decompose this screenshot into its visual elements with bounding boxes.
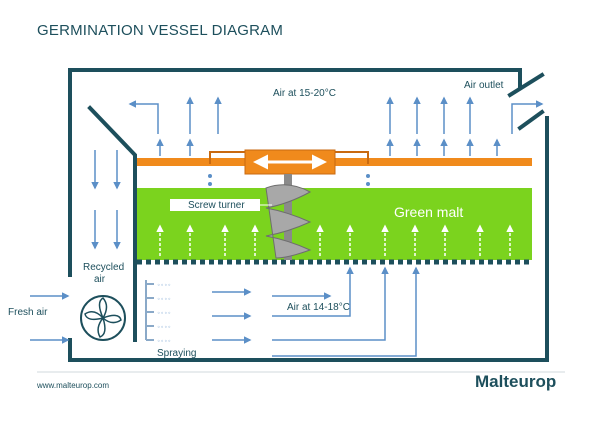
outer-wall-left-top — [68, 68, 522, 277]
footer-url[interactable]: www.malteurop.com — [37, 381, 110, 390]
spray-nozzles: ◦◦◦◦ ◦◦◦◦ ◦◦◦◦ ◦◦◦◦ ◦◦◦◦ — [145, 280, 171, 345]
screw-icon — [265, 174, 312, 260]
arrow-bend-1 — [272, 266, 354, 317]
svg-text:◦◦◦◦: ◦◦◦◦ — [157, 310, 171, 317]
recycled-air-label-line2: air — [94, 274, 106, 285]
screw-turner-label: Screw turner — [188, 200, 245, 211]
recycled-air-label-line1: Recycled — [83, 262, 124, 273]
arrow-bend-3 — [272, 266, 420, 357]
carriage-bracket-right — [335, 151, 369, 164]
carriage-bracket-left — [209, 151, 245, 164]
air-arrows — [30, 96, 544, 357]
green-malt-label: Green malt — [394, 204, 463, 220]
arrow-bend-2 — [272, 266, 389, 341]
arrow-top-left-bend — [128, 100, 159, 134]
spraying-label: Spraying — [157, 348, 196, 359]
green-malt-bed — [137, 188, 532, 260]
arrow-top-right-bend — [511, 100, 544, 134]
inner-divider-slope — [87, 105, 137, 342]
svg-text:◦◦◦◦: ◦◦◦◦ — [157, 282, 171, 289]
air-top-label: Air at 15-20°C — [273, 88, 336, 99]
fan-icon — [80, 295, 126, 341]
air-bottom-label: Air at 14-18°C — [287, 302, 350, 313]
vessel-walls — [68, 68, 549, 362]
air-outlet-flap-bottom — [517, 109, 545, 131]
malteurop-logo: Malteurop — [475, 372, 557, 391]
air-outlet-flap-top — [507, 72, 545, 98]
fresh-air-label: Fresh air — [8, 307, 48, 318]
air-outlet-label: Air outlet — [464, 80, 504, 91]
svg-text:◦◦◦◦: ◦◦◦◦ — [157, 324, 171, 331]
svg-text:◦◦◦◦: ◦◦◦◦ — [157, 338, 171, 345]
bed-airflow-arrows — [156, 224, 514, 256]
drip-icons — [208, 174, 370, 186]
page-title: GERMINATION VESSEL DIAGRAM — [37, 22, 284, 39]
screw-turner-label-box — [170, 199, 260, 211]
svg-text:◦◦◦◦: ◦◦◦◦ — [157, 296, 171, 303]
